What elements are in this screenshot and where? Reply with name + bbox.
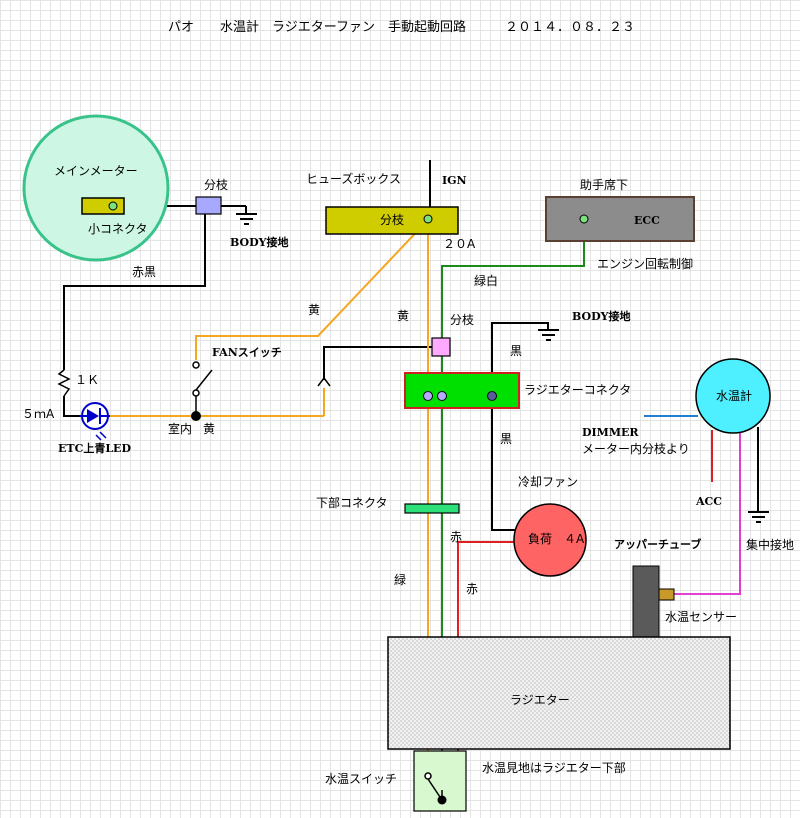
fuse-box-branch-label: 分枝 bbox=[380, 212, 404, 227]
red-wire-label-1: 赤 bbox=[450, 530, 462, 544]
main-meter: メインメーター 小コネクタ bbox=[22, 114, 170, 262]
radiator-label: ラジエター bbox=[510, 693, 570, 707]
small-connector-label: 小コネクタ bbox=[88, 222, 148, 236]
small-connector bbox=[81, 197, 125, 215]
main-meter-label: メインメーター bbox=[54, 164, 138, 178]
radiator-connector-pin-1 bbox=[423, 391, 433, 401]
lower-connector-block bbox=[404, 503, 460, 514]
junction-dot-cabin bbox=[191, 411, 201, 421]
green-white-wire-label: 緑白 bbox=[474, 273, 498, 288]
ecc-block bbox=[545, 196, 695, 242]
yellow-wire-label-1: 黄 bbox=[308, 303, 320, 317]
black-wire-label-2: 黒 bbox=[500, 432, 512, 446]
water-temp-gauge-label: 水温計 bbox=[716, 388, 752, 403]
lower-connector-label: 下部コネクタ bbox=[316, 495, 388, 510]
resistor-symbol bbox=[57, 369, 71, 397]
yellow-wire-label-2: 黄 bbox=[397, 309, 409, 323]
led-label: ETC上青LED bbox=[58, 441, 131, 455]
arrow-head bbox=[317, 376, 331, 387]
cabin-yellow-label: 黄 bbox=[203, 422, 215, 436]
body-ground-label-1: BODY接地 bbox=[230, 235, 288, 249]
sensor-wire bbox=[674, 432, 741, 595]
led-symbol bbox=[80, 402, 110, 441]
radiator-block bbox=[387, 636, 731, 750]
radiator-connector-label: ラジエターコネクタ bbox=[524, 383, 631, 397]
dimmer-label: DIMMER bbox=[582, 426, 639, 439]
water-temp-switch-contact bbox=[437, 795, 447, 805]
temp-sensor-label: 水温センサー bbox=[665, 610, 737, 624]
cabin-label: 室内 bbox=[168, 421, 192, 436]
upper-tube-block bbox=[632, 565, 660, 639]
meter-branch-block bbox=[195, 196, 222, 215]
temp-note-label: 水温見地はラジエター下部 bbox=[482, 760, 626, 775]
fan-switch-label: FANスイッチ bbox=[212, 346, 282, 359]
ground-symbol-3 bbox=[748, 511, 769, 523]
black-wire-label-1: 黒 bbox=[510, 344, 522, 358]
ecc-terminal bbox=[579, 214, 589, 224]
water-temp-switch-label: 水温スイッチ bbox=[325, 772, 397, 786]
fuse-box-terminal bbox=[423, 214, 433, 224]
green-wire-label: 緑 bbox=[394, 572, 406, 587]
temp-sensor-block bbox=[658, 588, 675, 601]
water-temp-gauge bbox=[695, 358, 771, 434]
fuse-box-label: ヒューズボックス bbox=[306, 171, 401, 186]
ground-symbol-1 bbox=[236, 213, 257, 225]
cooling-fan-label: 冷却ファン bbox=[518, 475, 578, 489]
branch-2-block bbox=[431, 337, 451, 357]
fuse-rating-label: ２０A bbox=[443, 237, 476, 251]
yellow-wires bbox=[110, 221, 429, 760]
current-label: ５ｍA bbox=[22, 407, 55, 421]
diagram-title: パオ 水温計 ラジエターファン 手動起動回路 ２０１４．０８．２３ bbox=[168, 19, 635, 35]
water-temp-switch-symbol bbox=[424, 772, 443, 800]
dimmer-source-label: メーター内分枝より bbox=[582, 441, 690, 456]
red-wire-label-2: 赤 bbox=[466, 582, 478, 596]
engine-speed-label: エンジン回転制御 bbox=[597, 256, 693, 271]
fan-switch-symbol bbox=[192, 361, 213, 416]
meter-branch-label: 分枝 bbox=[204, 177, 228, 192]
fuse-box-branch-block bbox=[325, 206, 459, 235]
main-meter-circle bbox=[22, 114, 170, 262]
red-black-wire-label: 赤黒 bbox=[132, 265, 156, 279]
upper-tube-label: アッパーチューブ bbox=[614, 537, 701, 551]
ecc-label: ECC bbox=[634, 214, 660, 227]
radiator-connector-block bbox=[404, 372, 520, 409]
black-wires bbox=[63, 160, 759, 531]
branch-2-label: 分枝 bbox=[450, 312, 474, 327]
resistor-label: １Ｋ bbox=[75, 373, 99, 387]
fan-load-circle bbox=[513, 503, 587, 577]
ground-symbol-2 bbox=[538, 329, 559, 341]
body-ground-label-2: BODY接地 bbox=[572, 309, 630, 323]
fan-load-label: 負荷 ４A bbox=[528, 532, 585, 546]
ign-label: IGN bbox=[442, 174, 467, 187]
acc-label: ACC bbox=[695, 495, 722, 508]
small-connector-terminal bbox=[108, 201, 118, 211]
radiator-connector-pin-2 bbox=[437, 391, 447, 401]
central-ground-label: 集中接地 bbox=[746, 537, 794, 552]
radiator-connector-pin-3 bbox=[487, 391, 497, 401]
passenger-seat-label: 助手席下 bbox=[580, 177, 628, 192]
